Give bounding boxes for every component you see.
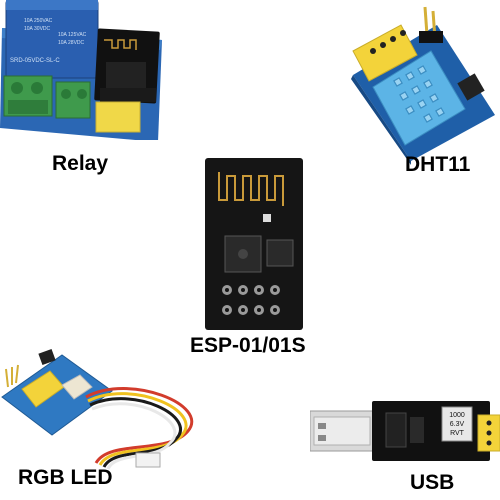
relay-component: 10A 250VAC 10A 30VDC 10A 125VAC 10A 28VD…: [5, 0, 99, 79]
svg-text:10A 30VDC: 10A 30VDC: [24, 26, 51, 32]
relay-label: Relay: [52, 152, 109, 175]
esp8266-chip: [224, 235, 262, 273]
svg-text:SRD-05VDC-SL-C: SRD-05VDC-SL-C: [10, 58, 60, 64]
rgb-led-cable: [85, 387, 194, 470]
esp-label: ESP-01/01S: [190, 334, 306, 357]
capacitor-component: 1000 6.3V RVT: [441, 406, 473, 442]
usb-label: USB: [410, 471, 455, 494]
dht11-label: DHT11: [405, 153, 471, 176]
svg-text:6.3V: 6.3V: [450, 421, 465, 428]
terminal-block-left: [3, 75, 53, 117]
svg-text:1000: 1000: [449, 412, 465, 419]
rgb-led-module-image: [0, 345, 210, 470]
dht11-module-image: [345, 5, 500, 165]
terminal-block-right: [55, 81, 91, 119]
usb-adapter-image: 1000 6.3V RVT: [310, 395, 500, 470]
svg-text:10A 28VDC: 10A 28VDC: [58, 40, 85, 46]
rgb-led-label: RGB LED: [18, 466, 113, 489]
svg-text:RVT: RVT: [450, 430, 465, 437]
svg-text:10A 125VAC: 10A 125VAC: [58, 32, 87, 38]
svg-text:10A 250VAC: 10A 250VAC: [24, 18, 53, 24]
esp01-module-image: [205, 158, 303, 330]
relay-module-image: 10A 250VAC 10A 30VDC 10A 125VAC 10A 28VD…: [0, 0, 170, 140]
